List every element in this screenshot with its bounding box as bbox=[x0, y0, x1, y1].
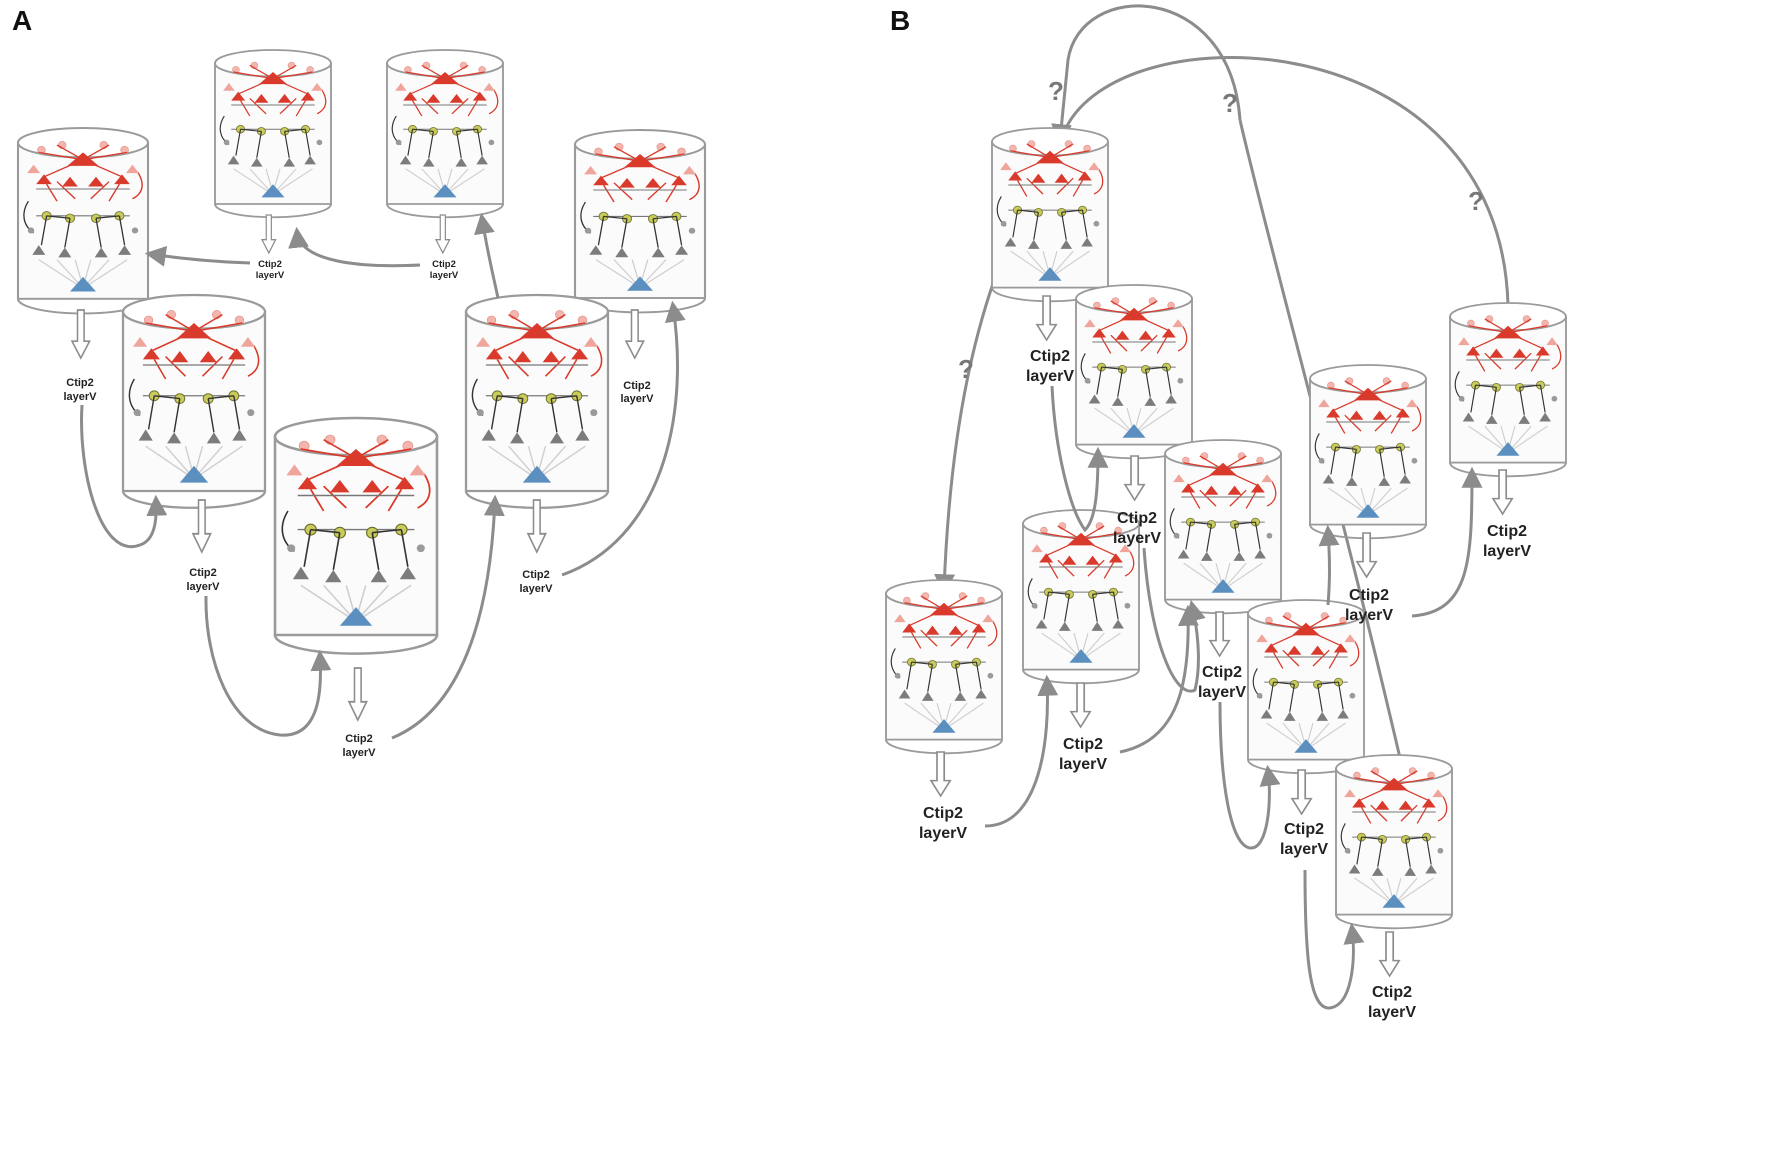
ctip-label: layerV bbox=[1345, 607, 1393, 624]
ctip-label: Ctip2 bbox=[1284, 821, 1324, 838]
cortical-column-icon bbox=[1164, 439, 1282, 615]
question-mark: ? bbox=[1048, 76, 1064, 106]
cortical-column-icon bbox=[1075, 284, 1193, 460]
hollow-down-arrow-icon bbox=[1209, 611, 1231, 657]
ctip-label: layerV bbox=[63, 391, 97, 403]
ctip-label: layerV bbox=[1483, 543, 1531, 560]
cortical-column-icon bbox=[1335, 754, 1453, 930]
hollow-down-arrow-icon bbox=[1070, 682, 1092, 728]
ctip-label: Ctip2 bbox=[432, 259, 456, 270]
ctip-label: layerV bbox=[1059, 756, 1107, 773]
ctip-label: layerV bbox=[620, 393, 654, 405]
hollow-down-arrow-icon bbox=[1356, 532, 1378, 578]
ctip-label: layerV bbox=[1198, 684, 1246, 701]
ctip-label: Ctip2 bbox=[1349, 587, 1389, 604]
ctip-label: Ctip2 bbox=[1202, 664, 1242, 681]
connector-arrow bbox=[1238, 119, 1402, 759]
ctip-label: Ctip2 bbox=[1487, 523, 1527, 540]
connector-arrow bbox=[1051, 4, 1242, 146]
hollow-down-arrow-icon bbox=[1291, 769, 1313, 815]
ctip-label: Ctip2 bbox=[923, 805, 963, 822]
connector-arrow bbox=[984, 674, 1059, 828]
ctip-label: Ctip2 bbox=[189, 567, 217, 579]
connector-arrow bbox=[1142, 547, 1206, 693]
question-mark: ? bbox=[1468, 186, 1484, 216]
connector-arrow bbox=[1050, 385, 1109, 533]
cortical-column-icon bbox=[885, 579, 1003, 755]
hollow-down-arrow-icon bbox=[1036, 295, 1058, 341]
cortical-column-icon bbox=[214, 49, 332, 219]
cortical-column-icon bbox=[573, 128, 707, 314]
ctip-label: layerV bbox=[342, 747, 376, 759]
ctip-label: layerV bbox=[1280, 841, 1328, 858]
ctip-label: Ctip2 bbox=[66, 377, 94, 389]
ctip-label: layerV bbox=[186, 581, 220, 593]
hollow-down-arrow-icon bbox=[71, 309, 91, 359]
cortical-column-icon bbox=[991, 127, 1109, 303]
connector-arrow bbox=[1063, 55, 1510, 306]
cortical-column-icon bbox=[1247, 599, 1365, 775]
ctip-label: layerV bbox=[430, 270, 459, 281]
connector-arrow bbox=[1119, 604, 1199, 754]
hollow-down-arrow-icon bbox=[348, 667, 368, 721]
cortical-column-icon bbox=[386, 49, 504, 219]
connector-arrow bbox=[1411, 466, 1483, 618]
hollow-down-arrow-icon bbox=[1124, 455, 1146, 501]
connector-arrow bbox=[1303, 869, 1365, 1010]
connector-arrow bbox=[391, 494, 505, 740]
connector-arrow bbox=[80, 404, 168, 549]
ctip-label: Ctip2 bbox=[1372, 984, 1412, 1001]
cortical-column-icon bbox=[1309, 364, 1427, 540]
ctip-label: layerV bbox=[519, 583, 553, 595]
panel-a: Ctip2 layerV Ctip2 layerV Ctip2 layerV C… bbox=[16, 49, 707, 759]
panel-label-a: A bbox=[12, 5, 32, 36]
panel-b: Ctip2 layerV Ctip2 layerV Ctip2 layerV C… bbox=[885, 4, 1567, 1021]
connector-arrow bbox=[288, 226, 421, 268]
cortical-column-icon bbox=[16, 126, 150, 315]
question-mark: ? bbox=[958, 354, 974, 384]
hollow-down-arrow-icon bbox=[1379, 931, 1401, 977]
ctip-label: Ctip2 bbox=[345, 733, 373, 745]
question-mark: ? bbox=[1222, 88, 1238, 118]
connector-arrow bbox=[561, 300, 686, 577]
hollow-down-arrow-icon bbox=[435, 214, 451, 254]
ctip-label: Ctip2 bbox=[623, 380, 651, 392]
hollow-down-arrow-icon bbox=[930, 751, 952, 797]
ctip-label: layerV bbox=[256, 270, 285, 281]
ctip-label: layerV bbox=[1026, 368, 1074, 385]
ctip-label: Ctip2 bbox=[1030, 348, 1070, 365]
ctip-label: Ctip2 bbox=[522, 569, 550, 581]
connector-arrow bbox=[1218, 701, 1281, 850]
connector-arrow bbox=[474, 212, 500, 299]
connector-arrow bbox=[144, 245, 251, 267]
ctip-label: layerV bbox=[1368, 1004, 1416, 1021]
cortical-column-icon bbox=[464, 293, 610, 509]
panel-label-b: B bbox=[890, 5, 910, 36]
cortical-column-icon bbox=[1449, 302, 1567, 478]
ctip-label: layerV bbox=[1113, 530, 1161, 547]
ctip-label: Ctip2 bbox=[1117, 510, 1157, 527]
ctip-label: layerV bbox=[919, 825, 967, 842]
hollow-down-arrow-icon bbox=[625, 309, 645, 359]
hollow-down-arrow-icon bbox=[261, 214, 277, 254]
connector-arrow bbox=[204, 595, 332, 737]
cortical-column-icon bbox=[273, 416, 439, 655]
cortical-column-icon bbox=[121, 293, 267, 509]
ctip-label: Ctip2 bbox=[258, 259, 282, 270]
ctip-label: Ctip2 bbox=[1063, 736, 1103, 753]
connector-arrow bbox=[1318, 524, 1340, 606]
